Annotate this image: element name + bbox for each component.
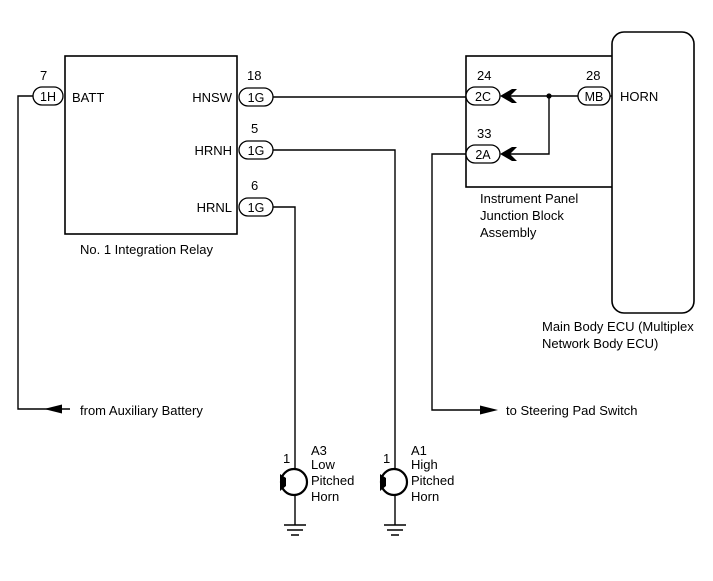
low-horn-label: Low Pitched Horn bbox=[311, 457, 358, 504]
pin-18-number: 18 bbox=[247, 68, 261, 83]
wire-batt bbox=[17, 95, 70, 410]
low-pitched-horn-symbol bbox=[279, 467, 309, 536]
junction-block-label: Instrument Panel Junction Block Assembly bbox=[480, 191, 582, 240]
connector-1g-hnsw-code: 1G bbox=[248, 91, 265, 105]
connector-arrow-2c bbox=[500, 89, 517, 103]
low-horn-code: A3 bbox=[311, 443, 327, 458]
connector-2c-code: 2C bbox=[475, 90, 491, 104]
connector-1g-hrnh bbox=[238, 140, 274, 160]
main-body-ecu-label: Main Body ECU (Multiplex Network Body EC… bbox=[542, 319, 697, 351]
wire-jb-internal-branch bbox=[508, 96, 550, 155]
junction-block-box bbox=[465, 55, 614, 188]
high-pitched-horn-symbol bbox=[379, 467, 409, 536]
pin-24-number: 24 bbox=[477, 68, 491, 83]
connector-arrow-2a bbox=[500, 147, 517, 161]
pin-28-number: 28 bbox=[586, 68, 600, 83]
relay-signal-hrnl: HRNL bbox=[197, 200, 232, 215]
arrow-from-aux-battery bbox=[44, 404, 62, 414]
connector-1h bbox=[32, 86, 64, 106]
connector-mb-code: MB bbox=[585, 90, 604, 104]
pin-6-number: 6 bbox=[251, 178, 258, 193]
integration-relay-label: No. 1 Integration Relay bbox=[80, 242, 213, 257]
connector-1h-code: 1H bbox=[40, 90, 56, 104]
connector-2a-code: 2A bbox=[475, 148, 491, 162]
wire-steering bbox=[431, 153, 490, 411]
high-horn-label: High Pitched Horn bbox=[411, 457, 458, 504]
connector-1g-hrnl-code: 1G bbox=[248, 201, 265, 215]
pin-5-number: 5 bbox=[251, 121, 258, 136]
connector-1g-hrnh-code: 1G bbox=[248, 144, 265, 158]
connector-1g-hnsw bbox=[238, 87, 274, 107]
main-body-ecu-box bbox=[611, 31, 695, 314]
relay-signal-hrnh: HRNH bbox=[194, 143, 232, 158]
high-horn-code: A1 bbox=[411, 443, 427, 458]
ecu-horn-signal: HORN bbox=[620, 89, 658, 104]
arrow-to-steering-pad bbox=[480, 405, 498, 415]
from-aux-battery-label: from Auxiliary Battery bbox=[80, 403, 203, 418]
connector-mb bbox=[577, 86, 611, 106]
low-horn-pin-number: 1 bbox=[283, 451, 290, 466]
relay-signal-hnsw: HNSW bbox=[192, 90, 232, 105]
connector-2a bbox=[465, 144, 501, 164]
connector-2c bbox=[465, 86, 501, 106]
to-steering-label: to Steering Pad Switch bbox=[506, 403, 638, 418]
wire-hrnl bbox=[273, 206, 296, 468]
junction-dot bbox=[546, 93, 552, 99]
integration-relay-box bbox=[64, 55, 238, 235]
pin-33-number: 33 bbox=[477, 126, 491, 141]
pin-7-number: 7 bbox=[40, 68, 47, 83]
relay-signal-batt: BATT bbox=[72, 90, 104, 105]
connector-1g-hrnl bbox=[238, 197, 274, 217]
wire-hrnh bbox=[273, 149, 396, 468]
high-horn-pin-number: 1 bbox=[383, 451, 390, 466]
